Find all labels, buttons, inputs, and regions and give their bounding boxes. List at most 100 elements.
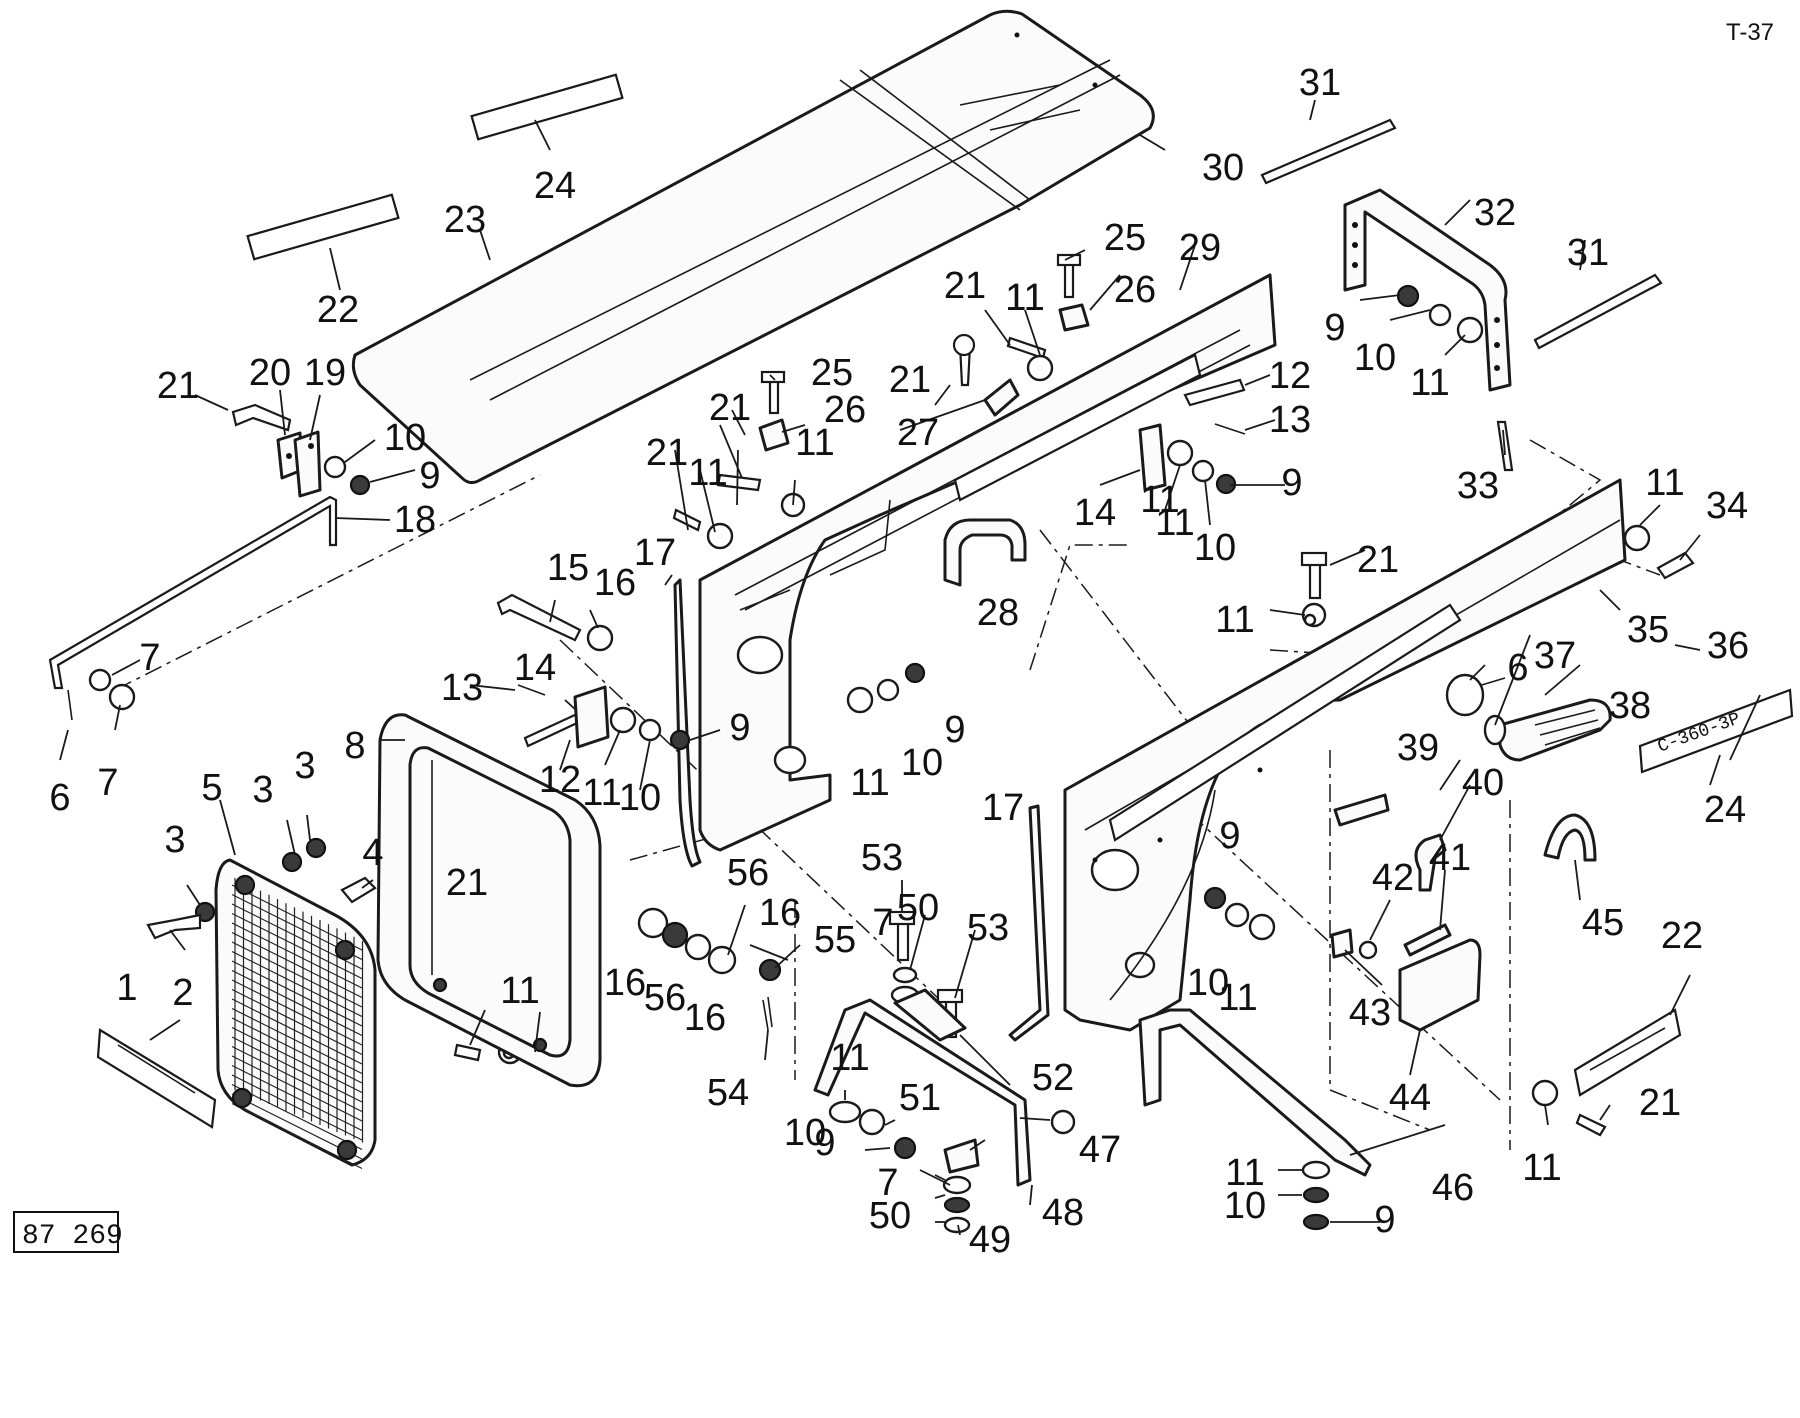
edge-strip-17-right: [1008, 804, 1050, 1042]
lock-44: [1398, 938, 1482, 1032]
callout-50: 50: [869, 1195, 911, 1237]
callout-38: 38: [1609, 685, 1651, 727]
decal-strip-22: [246, 193, 400, 261]
callout-24: 24: [534, 165, 576, 207]
grille-mesh-line: [231, 1083, 363, 1151]
callout-9: 9: [1281, 462, 1302, 504]
callout-35: 35: [1627, 609, 1669, 651]
callout-25: 25: [811, 352, 853, 394]
callout-47: 47: [1079, 1129, 1121, 1171]
callout-11: 11: [1522, 1147, 1561, 1189]
grille-mesh-line: [231, 941, 363, 1008]
callout-24: 24: [1704, 789, 1746, 831]
block-26-upper: [1058, 303, 1090, 332]
callout-52: 52: [1032, 1057, 1074, 1099]
callout-9: 9: [944, 709, 965, 751]
callout-55: 55: [814, 919, 856, 961]
trim-strip-31-upper: [1260, 118, 1397, 185]
callout-21: 21: [889, 359, 931, 401]
callout-30: 30: [1202, 147, 1244, 189]
callout-15: 15: [547, 547, 589, 589]
nut-42: [1358, 940, 1378, 960]
spring-41: [1403, 923, 1452, 957]
grille-mesh-line: [231, 1036, 363, 1103]
callout-4: 4: [362, 832, 383, 874]
callout-9: 9: [1374, 1199, 1395, 1241]
callout-21: 21: [1639, 1082, 1681, 1124]
callout-17: 17: [982, 787, 1024, 829]
callout-32: 32: [1474, 192, 1516, 234]
callout-50: 50: [897, 887, 939, 929]
bracket-48: [813, 998, 1032, 1187]
nameplate-22: [1573, 1008, 1682, 1097]
callout-11: 11: [1140, 479, 1179, 521]
disc-37: [1445, 673, 1485, 717]
nameplate-1: [96, 1028, 217, 1129]
drawing-reference-box: 87 269: [13, 1211, 123, 1253]
callout-10: 10: [784, 1112, 826, 1154]
edge-strip-17-left: [673, 578, 702, 868]
callout-19: 19: [304, 352, 346, 394]
callout-11: 11: [1410, 362, 1449, 404]
trim-strip-31-lower: [1533, 273, 1663, 350]
callout-11: 11: [1218, 977, 1257, 1019]
callout-42: 42: [1372, 857, 1414, 899]
callout-22: 22: [1661, 915, 1703, 957]
callout-21: 21: [1357, 539, 1399, 581]
callout-41: 41: [1429, 837, 1471, 879]
callout-49: 49: [969, 1219, 1011, 1261]
clip-45: [1543, 813, 1597, 862]
grille-mesh-line: [231, 988, 363, 1056]
callout-25: 25: [1104, 217, 1146, 259]
callout-11: 11: [1645, 462, 1684, 504]
callout-16: 16: [604, 962, 646, 1004]
callout-14: 14: [514, 647, 556, 689]
rod-18: [48, 495, 338, 690]
grille-mesh-line: [231, 1045, 363, 1113]
callout-9: 9: [729, 707, 750, 749]
callout-11: 11: [1005, 277, 1044, 319]
callout-21: 21: [709, 387, 751, 429]
callout-7: 7: [97, 762, 118, 804]
callout-9: 9: [419, 455, 440, 497]
decal-strip-24: [470, 73, 624, 141]
knob-2: [146, 913, 202, 940]
callout-51: 51: [899, 1077, 941, 1119]
callout-21: 21: [646, 432, 688, 474]
drawing-reference: 87 269: [22, 1221, 123, 1252]
plate-14-right: [1138, 423, 1167, 492]
grille-5: [214, 858, 377, 1170]
callout-9: 9: [1219, 815, 1240, 857]
callout-48: 48: [1042, 1192, 1084, 1234]
clip-51: [943, 1138, 980, 1174]
callout-1: 1: [116, 967, 137, 1009]
callout-11: 11: [688, 452, 727, 494]
hinge-19-20: [276, 430, 322, 498]
callout-8: 8: [344, 725, 365, 767]
callout-11: 11: [1215, 599, 1254, 641]
pin-39: [1333, 793, 1390, 827]
grille-mesh-line: [231, 1102, 363, 1170]
plate-52: [893, 988, 967, 1042]
clip-27: [983, 378, 1020, 417]
handle-38: [1483, 698, 1612, 762]
page-code: T-37: [1726, 19, 1774, 46]
grille-mesh-line: [231, 979, 363, 1046]
callout-21: 21: [157, 365, 199, 407]
callout-12: 12: [1269, 355, 1311, 397]
callout-13: 13: [1269, 399, 1311, 441]
grille-mesh-line: [231, 950, 363, 1018]
callout-31: 31: [1567, 232, 1609, 274]
callout-7: 7: [877, 1162, 898, 1204]
plate-43: [1330, 928, 1354, 959]
callout-6: 6: [1507, 647, 1528, 689]
callout-10: 10: [1354, 337, 1396, 379]
callout-6: 6: [49, 777, 70, 819]
grille-mesh-line: [231, 960, 363, 1027]
callout-21: 21: [446, 862, 488, 904]
callout-53: 53: [861, 837, 903, 879]
frame-8: [376, 713, 602, 1088]
callout-17: 17: [634, 532, 676, 574]
grille-mesh-line: [231, 884, 363, 951]
